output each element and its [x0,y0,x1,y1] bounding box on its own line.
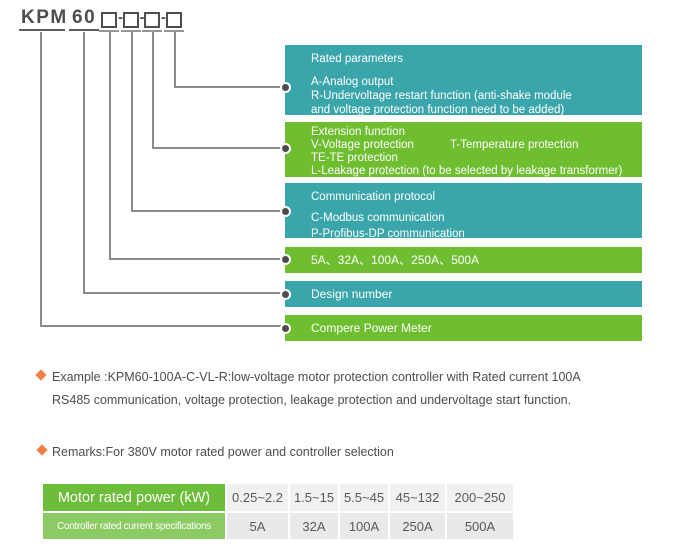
table-header-value: 45~132 [390,484,445,511]
callout-rated-parameters: Rated parameters A-Analog output R-Under… [285,45,642,116]
power-selection-table: Motor rated power (kW) 0.25~2.2 1.5~15 5… [43,484,513,539]
box2-underline [121,30,141,32]
prefix-underline [19,29,65,31]
example-line-1: Example :KPM60-100A-C-VL-R:low-voltage m… [52,370,581,384]
callout-line: R-Undervoltage restart function (anti-sh… [311,90,572,102]
table-header-value: 5.5~45 [340,484,388,511]
callout-communication-protocol: Communication protocol C-Modbus communic… [285,183,642,240]
callout-title: Rated parameters [311,53,404,65]
model-prefix: KPM [21,7,68,28]
connector-line [83,292,283,294]
box4-underline [164,30,184,32]
callout-line: A-Analog output [311,76,394,88]
callout-line-left: V-Voltage protection [311,139,414,151]
connector-line [109,258,283,260]
callout-product-name: Compere Power Meter [285,315,642,341]
placeholder-box-4 [166,12,182,28]
connector-line [131,32,133,211]
connector-line [40,325,283,327]
connector-line [152,32,154,148]
table-header-label: Motor rated power (kW) [43,484,225,511]
placeholder-box-2 [123,12,139,28]
table-header-value: 200~250 [447,484,513,511]
table-row-value: 250A [390,513,445,539]
remarks-note: Remarks:For 380V motor rated power and c… [52,445,394,459]
connector-dot [280,288,291,300]
callout-line: C-Modbus communication [311,212,445,224]
table-row-label: Controller rated current specifications [43,513,225,539]
connector-line [174,32,176,87]
model-series: 60 [72,7,97,28]
box1-underline [99,30,119,32]
callout-title: Extension function [311,126,405,138]
connector-line [40,32,42,326]
example-note: Example :KPM60-100A-C-VL-R:low-voltage m… [52,366,632,411]
callout-design-number: Design number [285,281,642,307]
callout-line-right: T-Temperature protection [450,139,579,151]
connector-dot [280,81,291,93]
callout-line: and voltage protection function need to … [311,104,565,116]
table-row-value: 5A [227,513,288,539]
diamond-bullet-icon [35,369,47,381]
table-row-value: 32A [290,513,338,539]
connector-dot [280,254,291,265]
diamond-bullet-icon [36,444,48,456]
placeholder-box-3 [144,12,160,28]
table-row-value: 100A [340,513,388,539]
dash-separator: - [161,9,166,26]
callout-line: L-Leakage protection (to be selected by … [311,165,623,177]
box3-underline [142,30,162,32]
connector-line [152,147,283,149]
table-header-value: 0.25~2.2 [227,484,288,511]
dash-separator: - [139,9,145,26]
connector-line [109,32,111,260]
connector-line [131,210,283,212]
connector-dot [280,322,291,334]
example-line-2: RS485 communication, voltage protection,… [52,392,572,407]
series-underline [69,29,99,31]
connector-line [174,86,283,88]
placeholder-box-1 [101,12,117,28]
table-row-value: 500A [447,513,513,539]
callout-line: P-Profibus-DP communication [311,228,465,240]
connector-line [83,32,85,293]
table-header-value: 1.5~15 [290,484,338,511]
connector-dot [280,205,291,217]
callout-line: V-Voltage protection T-Temperature protec… [311,139,642,152]
callout-rated-current-options: 5A、32A、100A、250A、500A [285,247,642,273]
callout-title: Communication protocol [311,191,436,203]
dash-separator: - [118,9,123,26]
connector-dot [280,142,291,154]
callout-line: TE-TE protection [311,152,398,164]
